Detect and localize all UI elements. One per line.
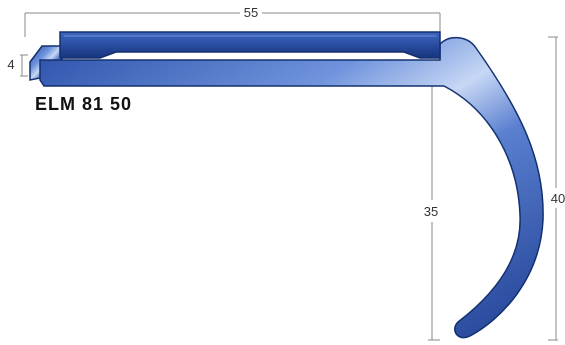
product-code: ELM 81 50 (35, 94, 132, 114)
lip-dimension: 4 (7, 54, 28, 77)
nosing-profile-shape (29, 31, 544, 339)
width-dimension: 55 (24, 5, 441, 37)
total-height-dimension-label: 40 (551, 191, 565, 206)
lip-dimension-label: 4 (7, 57, 14, 72)
width-dimension-label: 55 (244, 5, 258, 20)
total-height-dimension: 40 (548, 36, 565, 341)
inner-drop-dimension-label: 35 (424, 204, 438, 219)
inner-drop-dimension: 35 (424, 82, 440, 341)
